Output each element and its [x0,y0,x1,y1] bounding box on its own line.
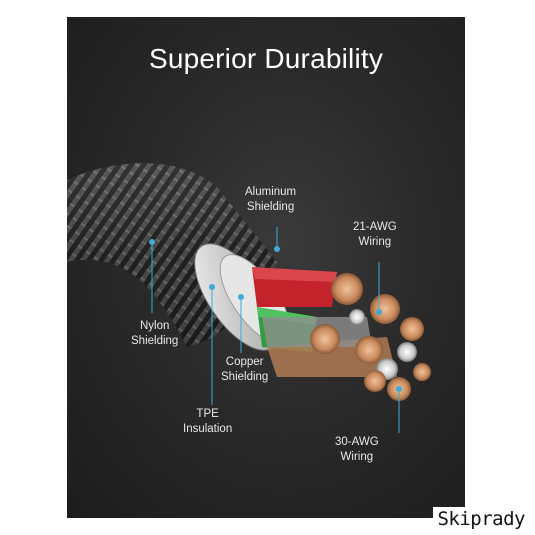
page-title: Superior Durability [148,43,384,74]
cable-illustration [67,163,431,433]
watermark-text: Skiprady [433,507,529,531]
wire-end [331,273,363,305]
